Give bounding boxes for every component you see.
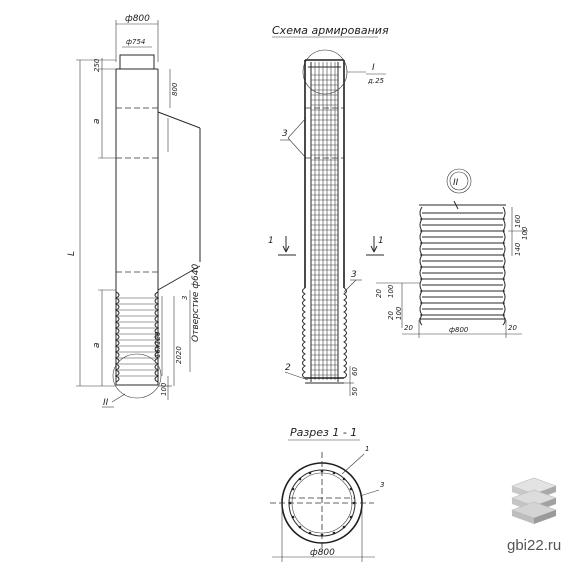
callout-3-mid: 3	[351, 270, 357, 280]
dim-800-label: 800	[171, 82, 179, 96]
det-100c-label: 100	[395, 306, 403, 320]
det-20d-label: 20	[508, 324, 517, 332]
diameter-inner-label: ф754	[126, 38, 145, 46]
det-140-label: 140	[514, 242, 522, 256]
callout-3-top: 3	[282, 129, 288, 139]
dim-250-label: 250	[93, 58, 101, 72]
section-1-1: Разрез 1 - 1 1	[270, 426, 384, 562]
det-20a-label: 20	[375, 289, 383, 298]
det-20b-label: 20	[387, 311, 395, 320]
section-mark-right: 1	[378, 236, 384, 246]
reinforcement-scheme: Схема армирования I д.25 3	[268, 24, 389, 396]
det-100-label: 100	[521, 226, 529, 240]
callout-I-label: I	[372, 63, 375, 73]
brand-text: gbi22.ru	[507, 537, 561, 554]
sec-1-label: 1	[365, 445, 369, 453]
det-20c-label: 20	[404, 324, 413, 332]
det-diam-label: ф800	[449, 326, 469, 334]
diameter-top-label: ф800	[125, 14, 150, 24]
pile-elevation: ф800 ф754	[67, 14, 201, 408]
dim-2020-label: 2020	[175, 346, 183, 364]
det-160-label: 160	[514, 214, 522, 228]
sec-3-label: 3	[380, 481, 384, 489]
callout-2: 2	[285, 363, 291, 373]
scheme-title: Схема армирования	[272, 24, 389, 37]
dim-a-top-label: а	[92, 118, 102, 124]
det-100b-label: 100	[387, 284, 395, 298]
dim-a-bottom-label: а	[92, 342, 102, 348]
callout-II-label: II	[103, 398, 109, 408]
section-mark-left: 1	[268, 236, 274, 246]
stacked-blocks-icon	[511, 477, 557, 524]
brand-logo: gbi22.ru	[507, 477, 561, 554]
detail-II-title: II	[453, 178, 459, 188]
callout-I-scale: д.25	[367, 77, 385, 85]
dim-60-label: 60	[351, 367, 359, 376]
dim-50-label: 50	[351, 387, 359, 396]
section-title: Разрез 1 - 1	[290, 426, 357, 439]
opening-label: Отверстие ф640	[191, 264, 201, 342]
rebar-dots	[288, 469, 356, 537]
dim-L-label: L	[67, 251, 77, 256]
corrugation	[114, 291, 160, 383]
sec-diam-label: ф800	[310, 548, 335, 558]
dim-16x120-label: 16х120	[154, 331, 162, 358]
cage-grid	[311, 62, 338, 380]
dim-100-label: 100	[160, 382, 168, 396]
opening-index: 3	[181, 296, 189, 300]
detail-II: II 160 100 140 20 100 20 100 20 ф800 20	[375, 168, 529, 338]
